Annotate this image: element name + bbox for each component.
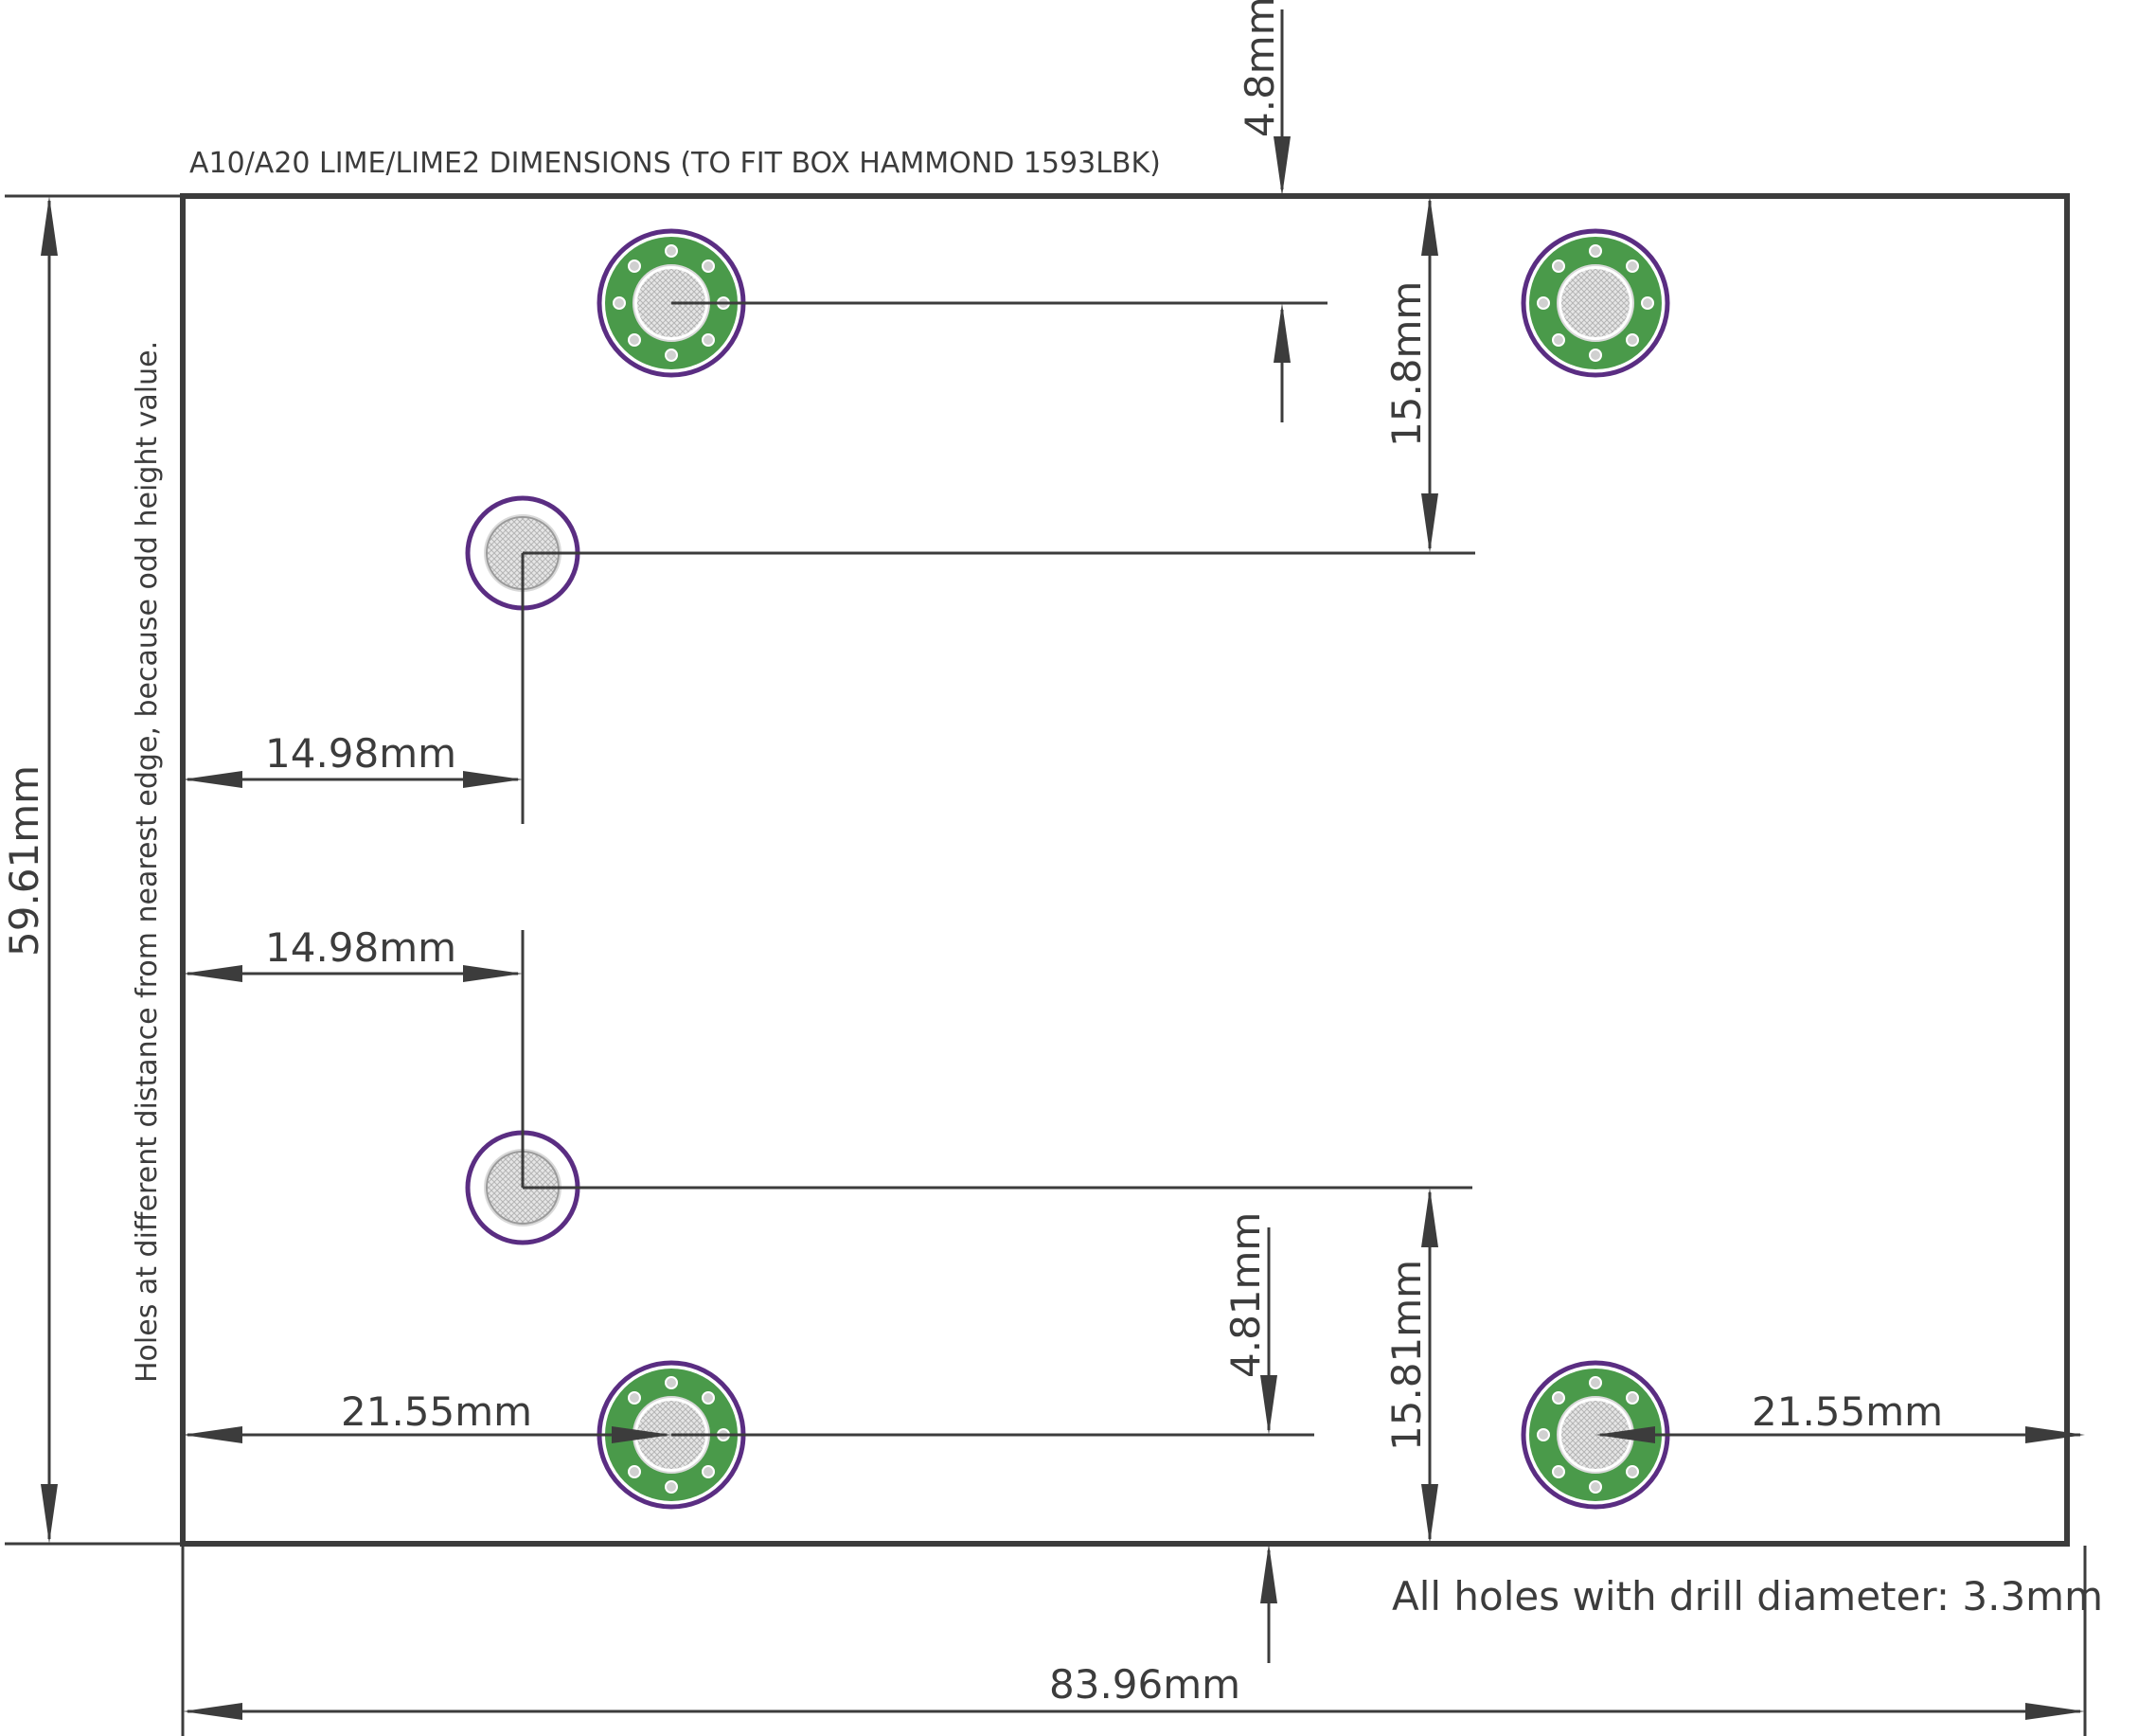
dimension-width: 83.96mm [181,1546,2087,1736]
dimension-corner-left: 21.55mm [183,1388,671,1443]
dimension-bottom-offset: 4.81mm [671,1212,1314,1663]
svg-text:21.55mm: 21.55mm [341,1388,532,1435]
board-outline [180,193,2070,1547]
dimension-top-offset: 4.8mm [671,0,1327,422]
svg-text:21.55mm: 21.55mm [1752,1388,1943,1435]
svg-text:15.8mm: 15.8mm [1383,281,1430,447]
svg-text:15.81mm: 15.81mm [1383,1260,1430,1451]
dimension-lower-spacing: 15.81mm [1383,1188,1438,1544]
dimension-height: 59.61mm [1,194,183,1546]
dimension-corner-right: 21.55mm [1595,1388,2085,1443]
dimension-upper-spacing: 15.8mm [523,196,1475,555]
vertical-note: Holes at different distance from nearest… [131,341,164,1383]
drawing-title: A10/A20 LIME/LIME2 DIMENSIONS (TO FIT BO… [189,147,1161,180]
mounting-hole-top-right [1523,231,1667,375]
drill-note: All holes with drill diameter: 3.3mm [1392,1573,2103,1620]
svg-text:14.98mm: 14.98mm [265,730,456,777]
svg-text:4.81mm: 4.81mm [1222,1212,1269,1378]
dimension-left-hole-upper: 14.98mm [183,553,525,824]
svg-text:14.98mm: 14.98mm [265,924,456,971]
svg-text:4.8mm: 4.8mm [1237,0,1283,137]
svg-text:83.96mm: 83.96mm [1049,1661,1240,1708]
dimension-left-hole-lower: 14.98mm [183,924,1472,1190]
svg-text:59.61mm: 59.61mm [1,765,47,957]
